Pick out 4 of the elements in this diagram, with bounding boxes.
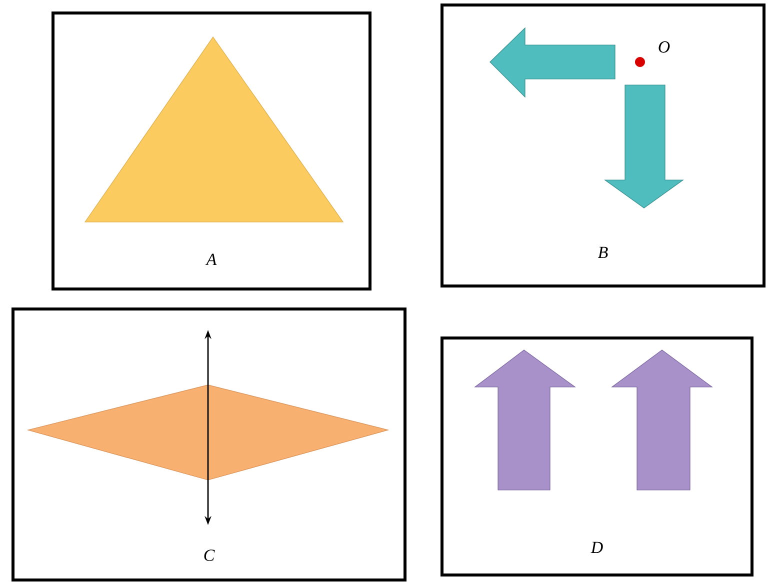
point-label: O bbox=[658, 41, 670, 53]
figure-panel: D bbox=[440, 336, 754, 576]
figure-panel: C bbox=[12, 308, 406, 582]
figure-panel: A bbox=[52, 12, 372, 290]
